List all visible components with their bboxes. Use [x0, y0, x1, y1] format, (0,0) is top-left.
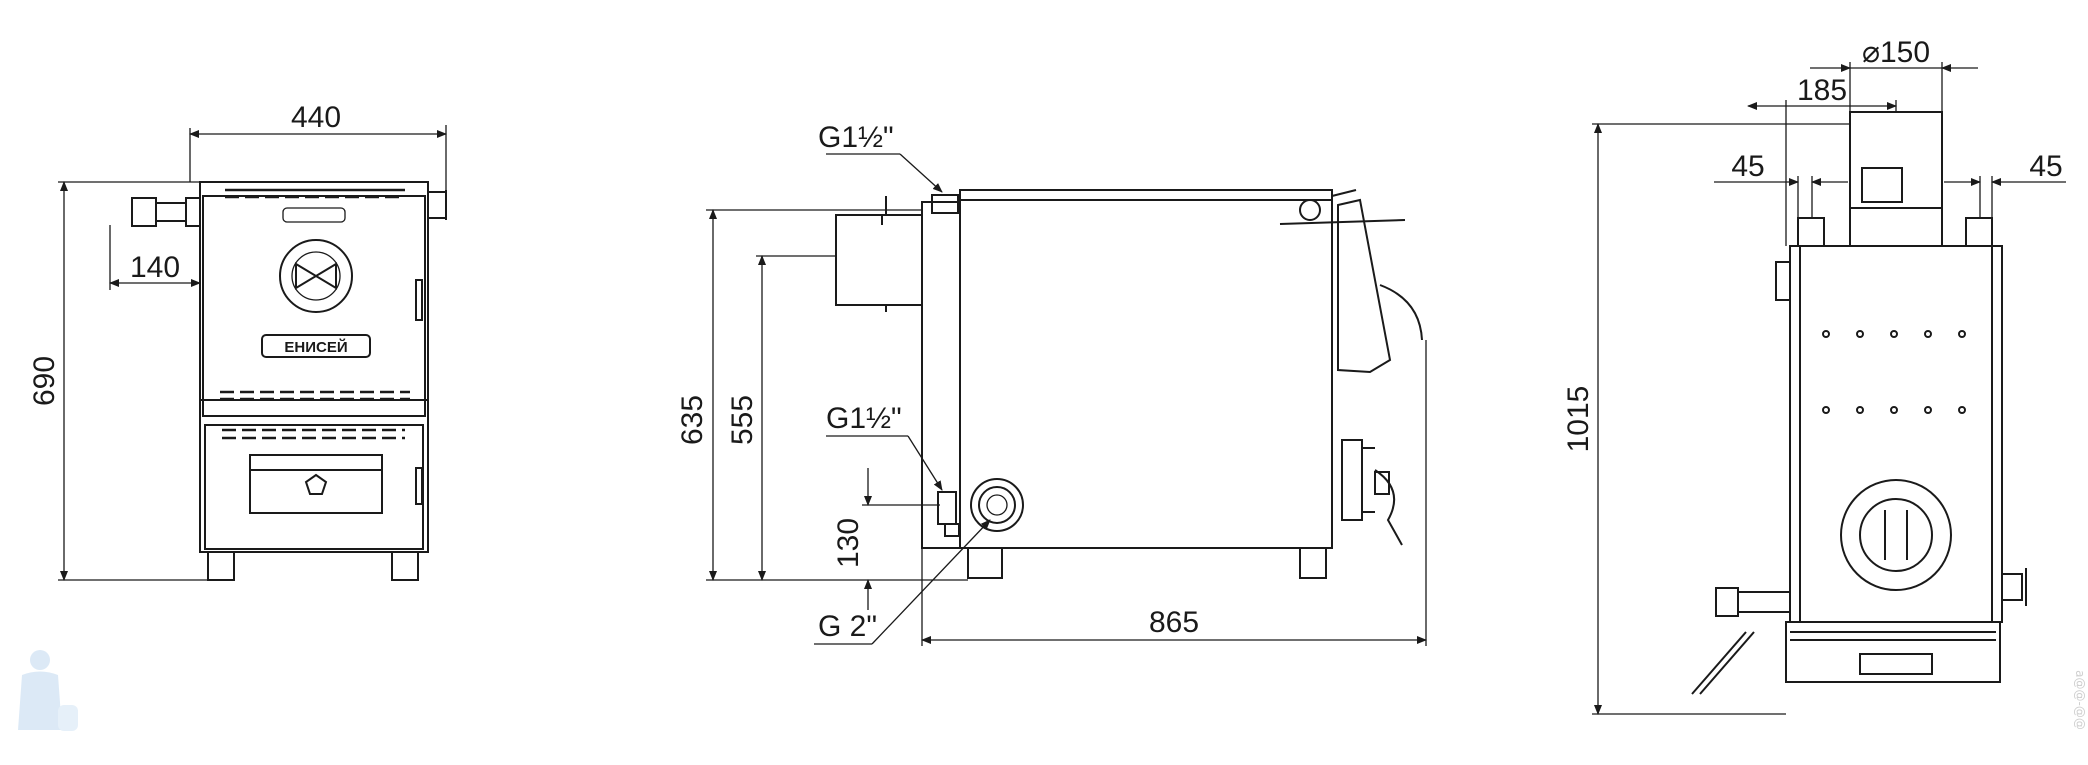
- rear-right-fitting: [1965, 217, 1993, 247]
- upper-door: [202, 195, 426, 417]
- brand-plate-text: ЕНИСЕЙ: [284, 338, 347, 356]
- chimney-base: [1849, 207, 1943, 247]
- side-rear-leg: [1299, 547, 1327, 579]
- brand-plate: [261, 334, 371, 358]
- chimney-pipe: [1849, 111, 1943, 209]
- dim-635: 635: [676, 395, 709, 445]
- lower-door-handle: [1374, 469, 1403, 546]
- label-drain: G 2": [818, 610, 877, 643]
- open-upper-door: [1337, 198, 1392, 374]
- flue-box: [835, 214, 923, 306]
- label-inlet-top: G1½": [818, 121, 894, 154]
- dim-right-margin: 45: [2029, 150, 2062, 183]
- dim-chimney-diameter: ⌀150: [1862, 36, 1930, 69]
- lower-door-hinge: [1341, 439, 1363, 521]
- label-inlet-bottom: G1½": [826, 402, 902, 435]
- dim-total-height: 1015: [1562, 386, 1595, 453]
- draft-regulator-icon: [279, 239, 353, 313]
- lower-hinge: [415, 467, 423, 505]
- front-view: ЕНИСЕЙ 440 690 140: [28, 101, 447, 581]
- upper-door-handle: [1379, 284, 1423, 341]
- dim-130: 130: [832, 518, 865, 568]
- lower-door: [204, 424, 424, 550]
- top-inlet-fitting: [931, 194, 959, 214]
- rear-left-fitting: [1797, 217, 1825, 247]
- upper-hinge: [415, 279, 423, 321]
- left-pipe-fitting: [131, 197, 157, 227]
- rear-body: [1789, 245, 2003, 623]
- dim-width: 440: [291, 101, 341, 134]
- chimney-damper-icon: [1861, 167, 1903, 203]
- top-vent-slots: [220, 188, 410, 440]
- site-watermark: а@@-@@: [2073, 670, 2087, 730]
- right-valve: [427, 191, 447, 219]
- rear-rivets: [1822, 330, 1966, 414]
- front-left-leg: [207, 551, 235, 581]
- side-front-leg: [967, 547, 1003, 579]
- ash-door: [249, 454, 383, 514]
- drain-pipe-icon: [970, 478, 1024, 532]
- dim-pipe-offset: 140: [130, 251, 180, 284]
- plumber-mascot-watermark: [18, 650, 78, 731]
- inspection-hatch-icon: [1840, 479, 1952, 591]
- rear-right-valve: [2001, 573, 2023, 601]
- top-valve-icon: [1299, 199, 1321, 221]
- logo-badge: [282, 207, 346, 223]
- rear-side-pipe: [1715, 587, 1739, 617]
- pedestal-vent: [1859, 653, 1933, 675]
- dim-555: 555: [726, 395, 759, 445]
- dim-left-margin: 45: [1731, 150, 1764, 183]
- rear-view: ⌀150 185 45 45 1015: [1562, 36, 2066, 715]
- dim-chimney-offset: 185: [1797, 74, 1847, 107]
- ash-door-knob-icon: [304, 473, 328, 495]
- side-body: [959, 189, 1333, 549]
- dim-865: 865: [1149, 606, 1199, 639]
- front-panel-section: [921, 201, 961, 549]
- front-right-leg: [391, 551, 419, 581]
- side-view: G1½" G1½" G 2" 635 555 130 865: [676, 121, 1427, 646]
- dim-height: 690: [28, 356, 61, 406]
